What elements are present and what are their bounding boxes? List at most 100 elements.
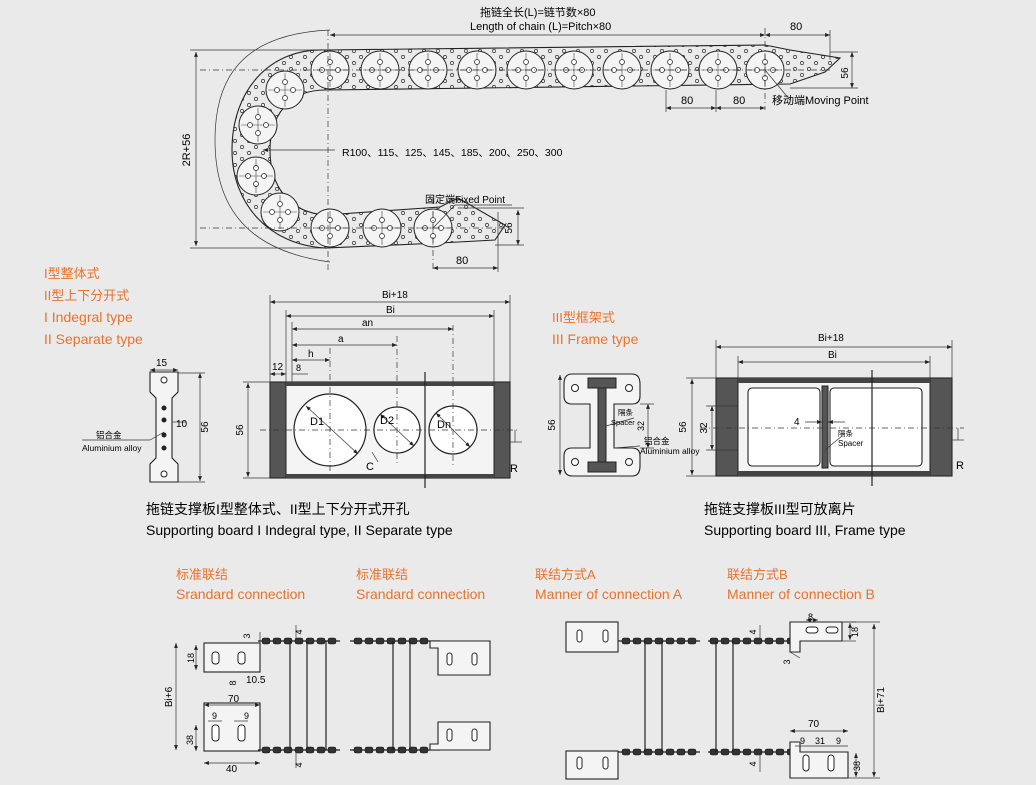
rail-lug <box>327 746 337 754</box>
c1-8: 8 <box>228 680 238 685</box>
cb-31: 31 <box>815 736 825 746</box>
rail-lug <box>775 748 785 756</box>
conn-a-en: Manner of connection A <box>535 586 683 602</box>
rail-lug <box>283 746 293 754</box>
link-hole <box>377 75 383 81</box>
type2-en: II Separate type <box>44 331 143 347</box>
rail-lug <box>294 637 304 645</box>
b1-D1: D1 <box>310 416 324 428</box>
link-hole <box>327 217 333 223</box>
rail-lug <box>709 748 719 756</box>
b3-d32: 32 <box>636 421 646 431</box>
c1-18: 18 <box>186 653 196 663</box>
b3-spacer-cn: 隔条 <box>618 407 633 417</box>
rail-lug <box>764 637 774 645</box>
link-hole <box>474 75 480 81</box>
rail-lug <box>353 746 363 754</box>
cb-3: 3 <box>782 659 792 664</box>
rail-lug <box>632 637 642 645</box>
b1-w15: 15 <box>156 358 168 369</box>
link-hole <box>379 217 385 223</box>
dim-80-bottom: 80 <box>456 255 468 267</box>
b3-R: R <box>956 460 964 472</box>
rail-lug <box>753 637 763 645</box>
b1-D2: D2 <box>380 415 394 427</box>
rail-lug <box>397 637 407 645</box>
c1-4top: 4 <box>294 629 304 634</box>
c1-9b: 9 <box>244 711 249 721</box>
rail-lug <box>386 746 396 754</box>
c1-bi6: Bi+6 <box>164 686 175 707</box>
b3-alloy-en: Aluminium alloy <box>640 446 700 456</box>
c1-9a: 9 <box>212 711 217 721</box>
b3-spacer2-en: Spacer <box>838 439 864 448</box>
b1-Dn: Dn <box>437 419 451 431</box>
link-hole <box>277 217 283 223</box>
rail-lug <box>775 637 785 645</box>
b3-caption-en: Supporting board III, Frame type <box>704 522 906 538</box>
rail-lug <box>665 637 675 645</box>
board3-front-view <box>686 340 964 486</box>
b1-h: h <box>308 349 314 360</box>
fixed-point-label: 固定端Fixed Point <box>425 193 505 206</box>
link-hole <box>327 233 333 239</box>
link-hole <box>269 209 275 215</box>
rail-lug <box>316 637 326 645</box>
rail-lug <box>654 748 664 756</box>
rail-lug <box>272 746 282 754</box>
rail-lug <box>305 637 315 645</box>
rail-lug <box>687 748 697 756</box>
dim-80-a: 80 <box>681 95 693 107</box>
rail-lug <box>676 637 686 645</box>
rail-lug <box>261 637 271 645</box>
rail-lug <box>375 637 385 645</box>
b3-bi: Bi <box>828 350 837 361</box>
link-hole <box>255 114 261 120</box>
link-hole <box>290 87 296 93</box>
cb-9b: 9 <box>836 736 841 746</box>
rail-lug <box>621 637 631 645</box>
rail-lug <box>676 748 686 756</box>
b1-d12: 12 <box>272 362 284 373</box>
cb-9: 9 <box>800 736 805 746</box>
link-hole <box>285 209 291 215</box>
b1-R: R <box>510 463 518 475</box>
rail-lug <box>643 748 653 756</box>
b1-bi18: Bi+18 <box>382 290 408 301</box>
link-hole <box>667 59 673 65</box>
link-hole <box>571 59 577 65</box>
b3-h56b: 56 <box>678 421 689 433</box>
link-hole <box>253 165 259 171</box>
link-hole <box>282 79 288 85</box>
rail-lug <box>643 637 653 645</box>
link-hole <box>282 95 288 101</box>
rail-lug <box>742 748 752 756</box>
type1-cn: I型整体式 <box>44 266 100 281</box>
b1-h56b: 56 <box>235 424 246 436</box>
rail-lug <box>720 637 730 645</box>
b1-caption-cn: 拖链支撑板I型整体式、II型上下分开式开孔 <box>146 501 410 517</box>
conn-a-cn: 联结方式A <box>535 567 596 582</box>
b1-h10: 10 <box>176 419 188 430</box>
link-hole <box>619 75 625 81</box>
rail-lug <box>305 746 315 754</box>
rail-lug <box>419 637 429 645</box>
rail-lug <box>665 748 675 756</box>
rail-lug <box>742 637 752 645</box>
rail-lug <box>375 746 385 754</box>
rail-lug <box>261 746 271 754</box>
rail-lug <box>408 746 418 754</box>
connection-b <box>708 618 880 779</box>
rail-lug <box>419 746 429 754</box>
c1-3: 3 <box>242 633 252 638</box>
b3-spacer2-cn: 隔条 <box>838 428 853 438</box>
rail-lug <box>364 637 374 645</box>
link-hole <box>619 59 625 65</box>
cb-bi71: Bi+71 <box>876 687 887 713</box>
type1-en: I Indegral type <box>44 309 133 325</box>
board1-front-view <box>243 295 522 488</box>
rail-lug <box>386 637 396 645</box>
b3-bi18: Bi+18 <box>818 333 844 344</box>
rail-lug <box>709 637 719 645</box>
